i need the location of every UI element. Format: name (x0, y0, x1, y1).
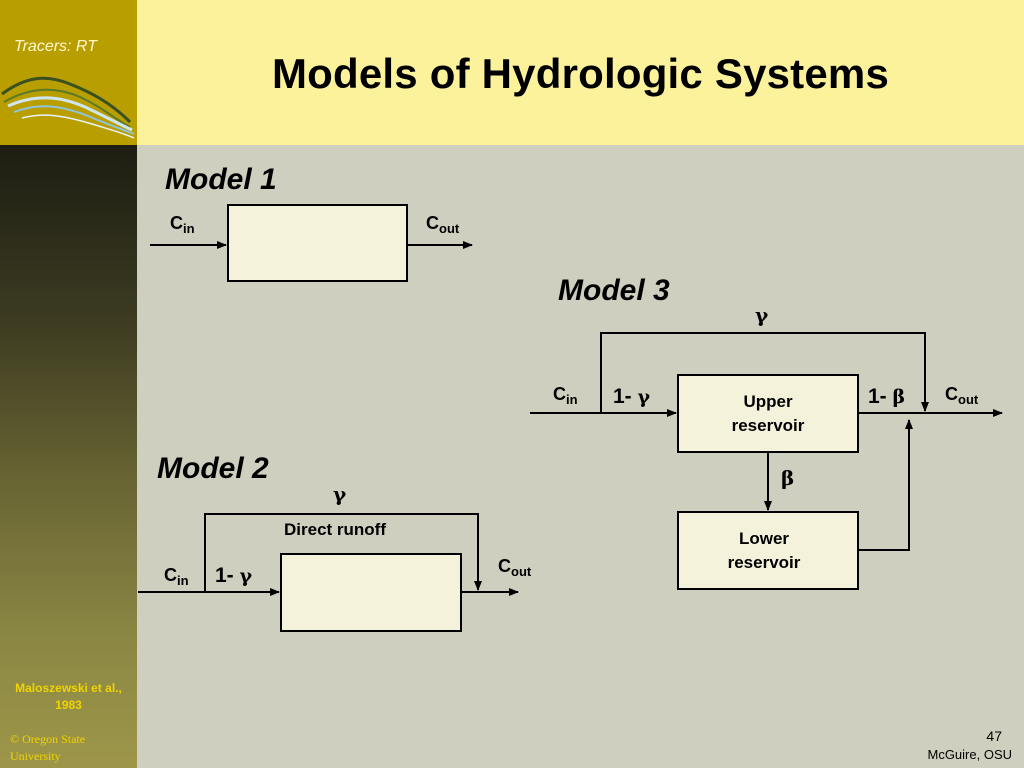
copyright-text: © Oregon State University (10, 732, 86, 763)
sidebar (0, 145, 137, 768)
river-logo-icon (1, 76, 135, 139)
model1-title: Model 1 (165, 163, 277, 196)
model2-cin-label: Cin (164, 565, 189, 588)
direct-runoff-label: Direct runoff (284, 520, 386, 539)
model3-bypass-line (600, 332, 929, 413)
model1-cout-label: Cout (426, 213, 460, 236)
model2-title: Model 2 (157, 452, 269, 485)
model1-cin-label: Cin (170, 213, 195, 236)
beta-label: β (781, 466, 795, 490)
model3-cout-label: Cout (945, 384, 979, 407)
slide-title: Models of Hydrologic Systems (271, 50, 890, 97)
model3-cin-label: Cin (553, 384, 578, 407)
model2-gamma-label: γ (333, 482, 347, 506)
lower-reservoir-box (677, 511, 859, 590)
citation-text: Maloszewski et al., 1983 (15, 681, 122, 712)
logo-text: Tracers: RT (14, 38, 97, 55)
footer-author: McGuire, OSU (927, 747, 1012, 762)
model2-cout-label: Cout (498, 556, 532, 579)
model2-box (280, 553, 462, 632)
lower-return-arrow (858, 419, 913, 551)
model2-bypass-line (204, 513, 482, 592)
model3-title: Model 3 (558, 274, 670, 307)
model3-gamma-label: γ (755, 303, 769, 327)
lower-reservoir-label: Lower reservoir (727, 529, 801, 572)
model3-one-minus-gamma: 1- γ (613, 385, 651, 408)
slide-number: 47 (986, 728, 1002, 744)
header-band (137, 0, 1024, 145)
upper-reservoir-label: Upper reservoir (731, 392, 805, 435)
upper-reservoir-box (677, 374, 859, 453)
model2-one-minus-gamma: 1- γ (215, 564, 253, 587)
model3-one-minus-beta: 1- β (868, 385, 906, 408)
model1-box (227, 204, 408, 282)
